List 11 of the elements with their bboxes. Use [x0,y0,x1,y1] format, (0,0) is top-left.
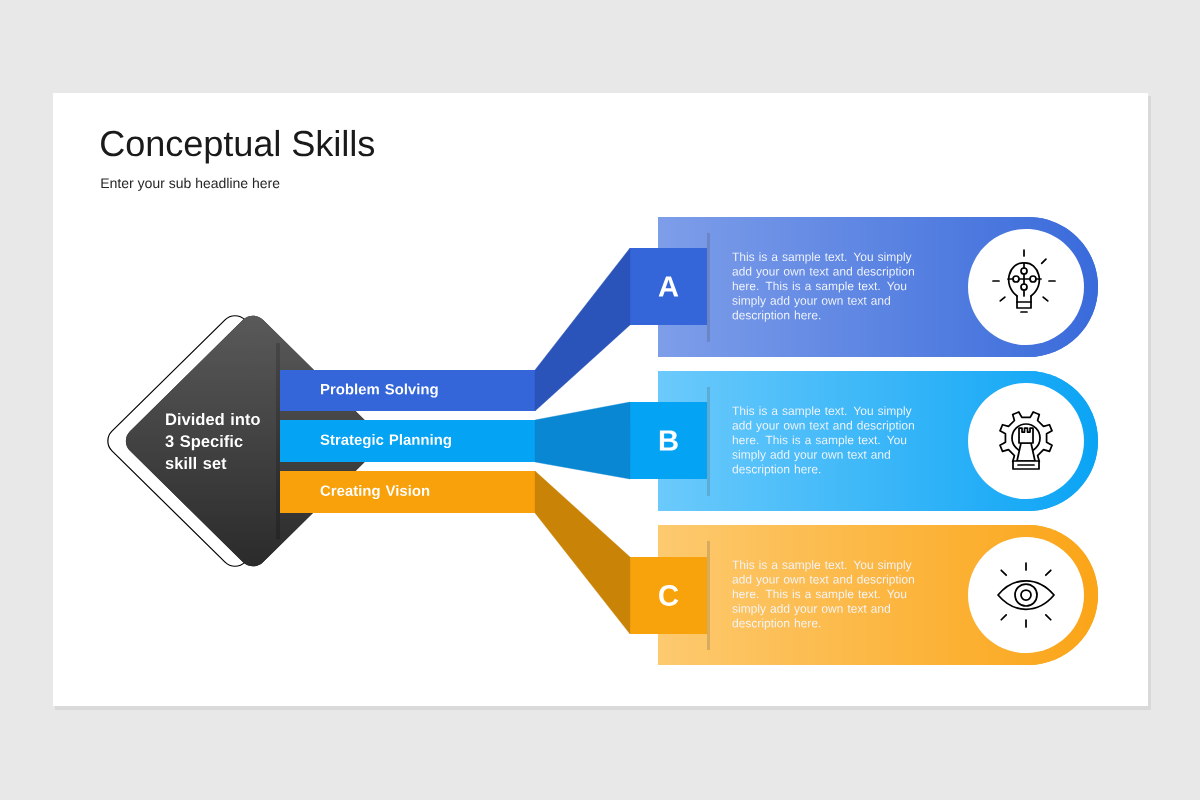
title: Conceptual Skills [101,129,374,164]
letter-tab: A [630,248,707,325]
subheading: Enter your sub headline here [101,177,280,191]
skill-band: Creating Vision [280,471,535,513]
connector-ribbon [534,470,631,635]
letter-tab: B [630,402,707,479]
skill-band: Strategic Planning [280,420,535,462]
connector-ribbon [534,247,631,412]
connector-ribbon [534,401,631,480]
letter-tab: C [630,557,707,634]
skill-band: Problem Solving [280,370,535,411]
